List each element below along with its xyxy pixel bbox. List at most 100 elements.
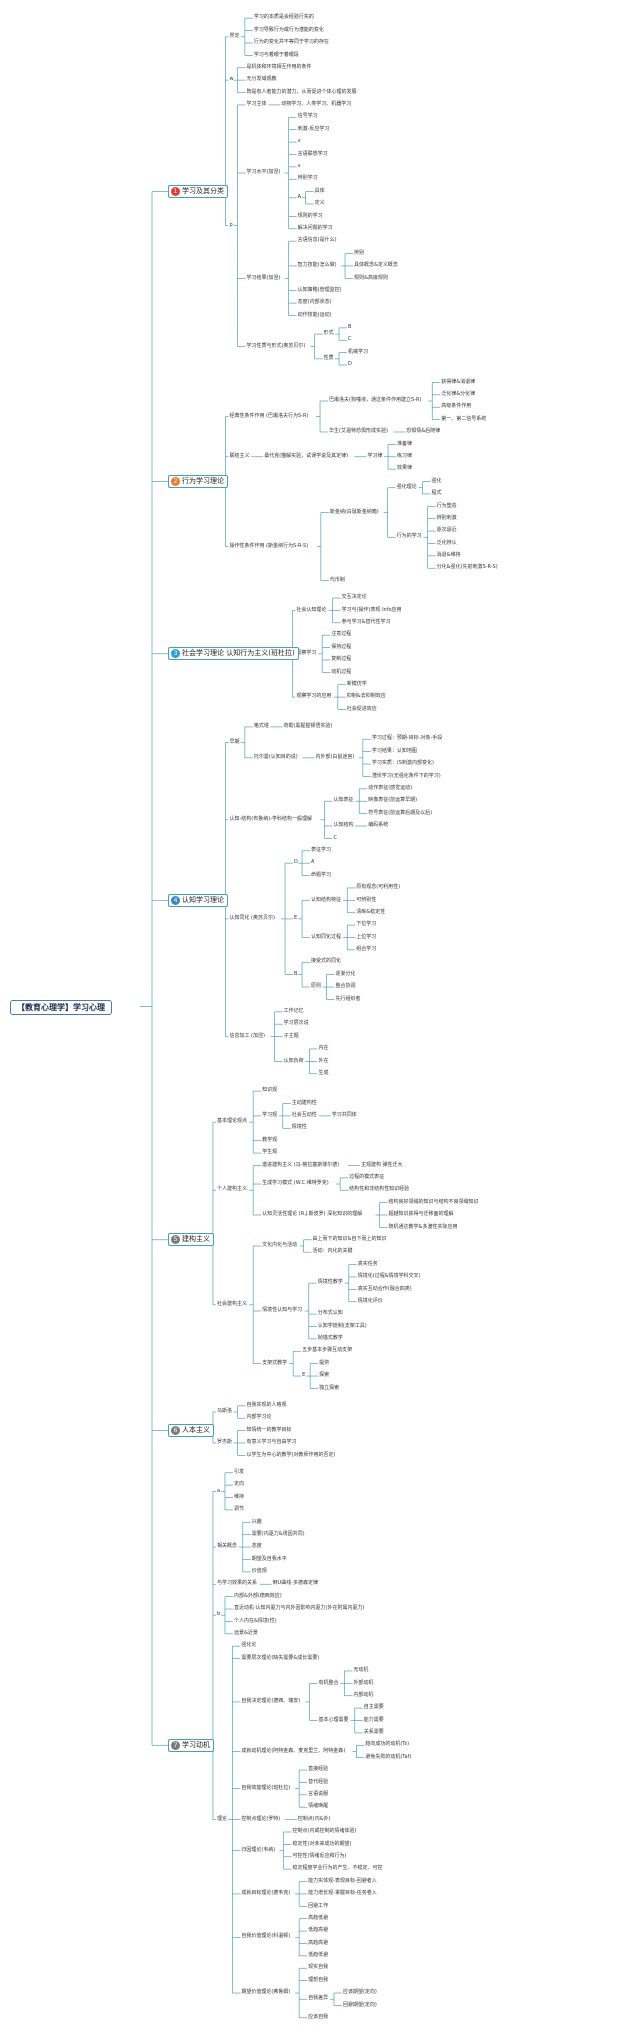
map-node[interactable]: 文化内化与活动 [262,1242,298,1249]
map-node[interactable]: 低趋高避 [308,1927,329,1934]
map-node[interactable]: 辨别学习 [297,175,318,182]
map-node[interactable]: 理想自我 [308,1976,329,1983]
map-node[interactable]: 期望价值理论(弗鲁姆) [241,1989,291,1996]
map-node[interactable]: 学生观 [262,1149,278,1156]
root-node[interactable]: 【教育心理学】学习心理 [10,1000,112,1015]
map-node[interactable]: 解决问题的学习 [297,224,333,231]
map-node[interactable]: 定义 [314,200,325,207]
map-node[interactable]: 控制点(内或控制的情绪体验) [292,1828,357,1835]
map-node[interactable]: 态度 [251,1543,262,1550]
map-node[interactable]: 定向 [233,1481,244,1488]
map-node[interactable]: 早期 [229,738,240,745]
map-node[interactable]: 兴趣 [251,1518,262,1525]
map-node[interactable]: 个人内在&情境(性) [233,1617,277,1624]
map-node[interactable]: 主观建构 弹性迁大 [360,1161,403,1168]
map-node[interactable]: 结构性和非结构性知识经验 [349,1186,410,1193]
map-node[interactable]: 逐次逼近 [436,527,457,534]
map-node[interactable]: 自我决定理论(德西、瑞安) [241,1698,301,1705]
map-node[interactable]: 高趋高避 [308,1939,329,1946]
map-node[interactable]: 有意义学习与自由学习 [246,1439,297,1446]
map-node[interactable]: C [333,834,337,841]
map-node[interactable]: 学习实质：(S刺激内部变化) [371,760,434,767]
map-node[interactable]: 练习律 [397,452,413,459]
map-node[interactable]: 能力实体观-表现目标-回避者入 [308,1877,377,1884]
map-node[interactable]: 自我实现的人格观 [246,1402,287,1409]
map-node[interactable]: 罗杰斯 [216,1439,232,1446]
map-node[interactable]: 态度(内部状态) [297,299,332,306]
map-node[interactable]: 自我效能理论(班杜拉) [241,1784,291,1791]
map-node[interactable]: 真实互动合作(融合四类) [357,1285,412,1292]
map-node[interactable]: 学习与着眼于着眼段 [253,51,299,58]
map-node[interactable]: 归因理论(韦纳) [241,1846,276,1853]
map-node[interactable]: 社会促进效应 [346,705,377,712]
map-node[interactable]: 倒U曲线-多德森定律 [272,1580,319,1587]
map-node[interactable]: 探索 [319,1372,330,1379]
map-node[interactable]: 辨别 [354,249,365,256]
map-node[interactable]: 外在 [318,1057,329,1064]
map-node[interactable]: 既是有人者能力的潜力，从而促进个体心理的发展 [246,88,357,95]
map-node[interactable]: 直接经验 [308,1766,329,1773]
map-node[interactable]: 认知同化过程 [311,933,342,940]
map-node[interactable]: 应该自我 [308,2014,329,2020]
map-node[interactable]: 逐渐分化 [335,970,356,977]
map-node[interactable]: 效果律 [397,465,413,472]
map-node[interactable]: 教学观 [262,1136,278,1143]
map-node[interactable]: A [311,859,315,866]
map-node[interactable]: B [348,324,352,331]
map-node[interactable]: 学习观 [262,1112,278,1119]
map-node[interactable]: 能力需要 [363,1716,384,1723]
map-node[interactable]: 潜伏学习(无强化条件下的学习) [371,772,441,779]
map-node[interactable]: 马斯洛 [216,1408,232,1415]
map-node[interactable]: 由上而下的知识&自下而上的知识 [312,1235,387,1242]
map-node[interactable]: 上位学习 [356,933,377,940]
map-node[interactable]: 学习性质与形式(奥苏贝尔) [246,342,306,349]
map-node[interactable]: 获得律&消退律 [441,378,476,385]
map-node[interactable]: 五步基本步骤互动支架 [302,1347,353,1354]
map-node[interactable]: b [216,1611,221,1618]
map-node[interactable]: 内部&外部(德西效应) [233,1592,282,1599]
map-node[interactable]: 托尔曼(认知目的说) [253,754,298,761]
map-node[interactable]: 主动建构性 [291,1099,317,1106]
map-node[interactable]: 言语说服 [308,1791,329,1798]
map-node[interactable]: 动物学习、人类学习、机器学习 [281,101,352,108]
map-node[interactable]: 认知-结构(布鲁纳)-学科结构一般理解 [229,816,312,822]
map-node[interactable]: 学习共同体 [331,1112,357,1119]
map-node[interactable]: C [348,336,352,343]
map-node[interactable]: 内部学习论 [246,1414,272,1421]
map-node[interactable]: 低趋低避 [308,1952,329,1959]
map-node[interactable]: 操作性条件作用 (斯金纳行为S-R-S) [229,542,309,549]
map-node[interactable]: 无分发域观教 [246,76,277,83]
map-node[interactable]: 知识观 [262,1087,278,1094]
map-node[interactable]: 远景&近景 [233,1629,258,1636]
map-node[interactable]: 成就动机理论(阿特金森、麦克里兰、阿特金森) [241,1747,346,1754]
map-node[interactable]: 社会建构主义 [216,1301,247,1308]
map-node[interactable]: 下位学习 [356,921,377,928]
map-node[interactable]: 交互决定论 [341,594,367,601]
map-node[interactable]: 维持 [233,1493,244,1500]
map-node[interactable]: 联结主义 [229,452,250,459]
map-node[interactable]: 新模仿学 [346,680,367,687]
map-node[interactable]: 清晰&稳定性 [356,908,386,915]
map-node[interactable]: p [229,221,233,228]
map-node[interactable]: 性质 [323,355,334,362]
map-node[interactable]: 提供 [319,1359,330,1366]
map-node[interactable]: 支架式教学 [262,1359,288,1366]
map-node[interactable]: 高趋低避 [308,1914,329,1921]
map-node[interactable]: 有机整合 [318,1679,339,1686]
map-node[interactable]: 控制点(内&外) [297,1815,331,1822]
map-node[interactable]: 观察学习的应用 [296,693,332,700]
map-node[interactable]: 学习与(操作)表现 Info应用 [341,606,402,613]
map-node[interactable]: 是机体和环境相互作用的条件 [246,63,312,70]
map-node[interactable]: 学习结果(加涅) [246,274,281,281]
map-node[interactable]: 直近动机·认知内驱力与内外因影响内驱力(外在附属内驱力) [233,1605,365,1612]
map-node[interactable]: 分布式认知 [317,1310,343,1317]
map-node[interactable]: 信息加工 (加涅) [229,1032,265,1039]
map-node[interactable]: 准备律 [397,440,413,447]
map-node[interactable]: 形式 [323,330,334,337]
map-node[interactable]: 动作表征(感觉运动) [368,785,413,792]
map-node[interactable]: 注意过程 [331,631,352,638]
